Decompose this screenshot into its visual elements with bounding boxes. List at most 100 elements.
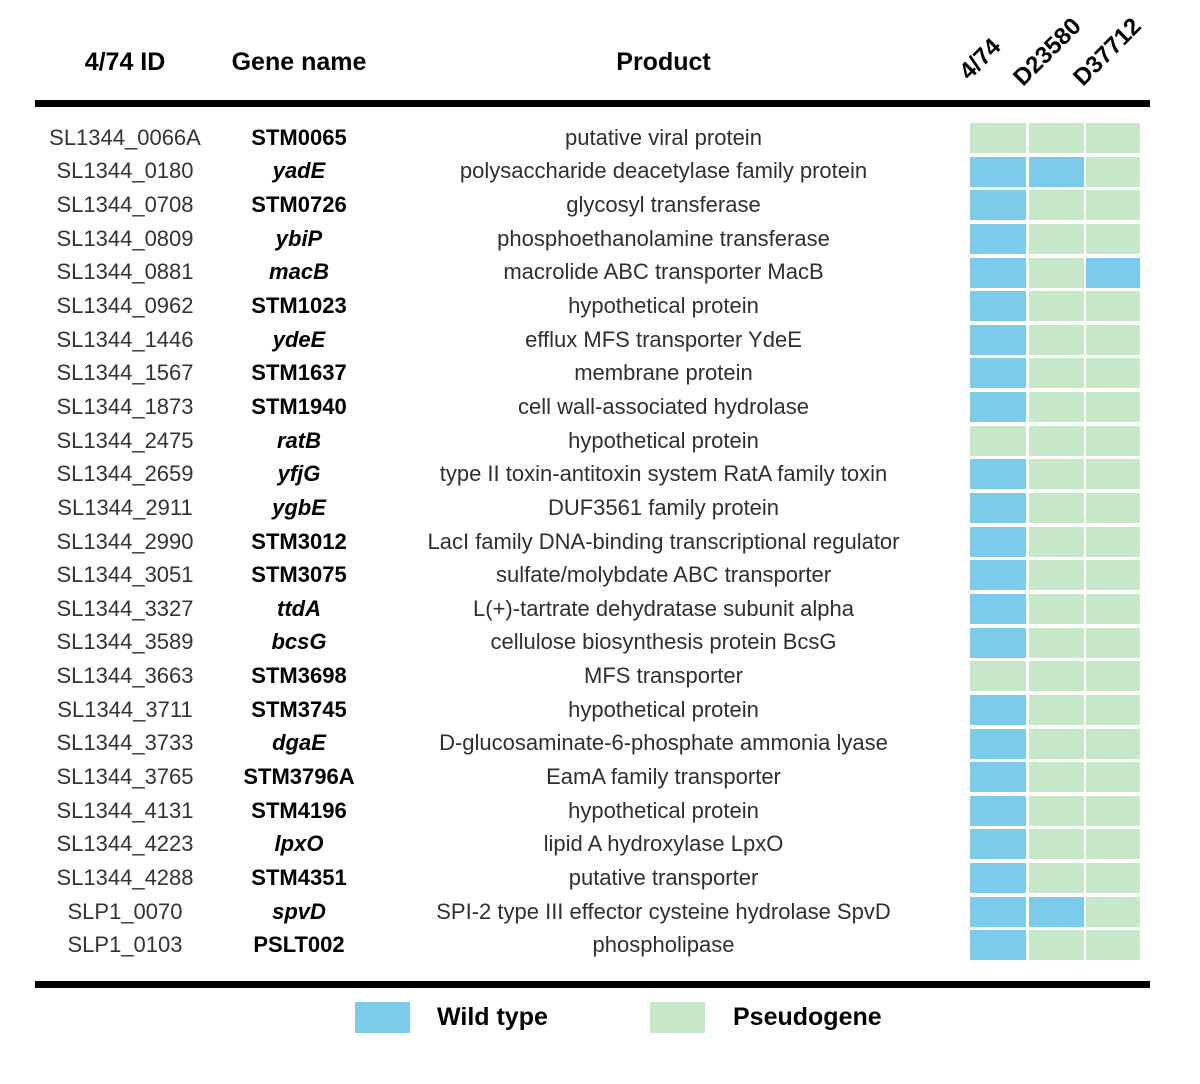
row-gene-label: STM3796A: [243, 763, 355, 789]
status-cell-d37712: [1086, 358, 1140, 389]
table-row: SL1344_1446 ydeE efflux MFS transporter Yd…: [0, 323, 1200, 357]
row-id-label: SL1344_3733: [56, 730, 194, 756]
status-cell-d23580: [1029, 425, 1084, 456]
status-cell-d23580: [1029, 257, 1084, 288]
row-gene-label: spvD: [272, 898, 326, 924]
status-cell-d37712: [1086, 728, 1140, 759]
row-gene-label: ydeE: [272, 326, 326, 352]
row-product-label: SPI-2 type III effector cysteine hydrola…: [436, 898, 891, 924]
status-cell-d23580: [1029, 829, 1084, 860]
legend-label-pseudogene: Pseudogene: [733, 1003, 882, 1031]
status-cell-d37712: [1086, 896, 1140, 927]
row-product-label: sulfate/molybdate ABC transporter: [495, 562, 832, 588]
row-id-label: SL1344_2911: [57, 494, 193, 520]
status-cell-d37712: [1086, 392, 1140, 423]
row-id-label: SL1344_2659: [56, 461, 194, 487]
status-cell-d23580: [1029, 593, 1084, 624]
row-gene-label: dgaE: [272, 730, 326, 756]
column-header-gene: Gene name: [231, 48, 367, 76]
row-product-label: D-glucosaminate-6-phosphate ammonia lyas…: [439, 730, 888, 756]
status-cell-d23580: [1029, 762, 1084, 793]
status-cell-474: [970, 762, 1026, 793]
row-product-label: hypothetical protein: [568, 696, 759, 722]
row-gene-label: STM3012: [251, 528, 347, 554]
row-gene-label: STM1637: [251, 360, 347, 386]
row-product-label: efflux MFS transporter YdeE: [525, 326, 802, 352]
strain-header-474: 4/74: [954, 33, 1007, 86]
status-cell-474: [970, 560, 1026, 591]
row-gene-label: yadE: [272, 158, 326, 184]
status-cell-d23580: [1029, 291, 1084, 322]
row-id-label: SLP1_0103: [67, 932, 183, 958]
status-cell-d23580: [1029, 728, 1084, 759]
row-product-label: membrane protein: [574, 360, 753, 386]
status-cell-d23580: [1029, 795, 1084, 826]
status-cell-d23580: [1029, 190, 1084, 221]
status-cell-d37712: [1086, 593, 1140, 624]
row-id-label: SL1344_3765: [56, 763, 194, 789]
status-cell-d23580: [1029, 223, 1084, 254]
status-cell-d37712: [1086, 459, 1140, 490]
status-cell-474: [970, 829, 1026, 860]
row-id-label: SL1344_0809: [56, 225, 194, 251]
row-product-label: cell wall-associated hydrolase: [517, 393, 810, 419]
row-id-label: SL1344_3589: [56, 629, 194, 655]
row-gene-label: macB: [269, 259, 329, 285]
row-id-label: SL1344_1446: [56, 326, 194, 352]
row-product-label: MFS transporter: [584, 663, 743, 689]
status-cell-d37712: [1086, 829, 1140, 860]
status-cell-d37712: [1086, 627, 1140, 658]
legend-swatch-pseudogene: [650, 1002, 705, 1033]
status-cell-d37712: [1086, 257, 1140, 288]
row-gene-label: ttdA: [277, 595, 321, 621]
row-gene-label: STM4196: [251, 797, 347, 823]
row-gene-label: STM0726: [251, 192, 347, 218]
row-gene-label: ybiP: [275, 225, 323, 251]
row-gene-label: bcsG: [271, 629, 327, 655]
row-product-label: type II toxin-antitoxin system RatA fami…: [439, 461, 888, 487]
status-cell-d37712: [1086, 762, 1140, 793]
status-cell-474: [970, 896, 1026, 927]
row-product-label: putative viral protein: [565, 124, 762, 150]
row-gene-label: STM3698: [251, 663, 347, 689]
row-gene-label: STM0065: [251, 124, 347, 150]
row-product-label: lipid A hydroxylase LpxO: [543, 831, 784, 857]
status-cell-d23580: [1029, 123, 1084, 153]
status-cell-474: [970, 291, 1026, 322]
table-row: SL1344_1567 STM1637 membrane protein: [0, 356, 1200, 390]
status-cell-d37712: [1086, 526, 1140, 557]
status-cell-d37712: [1086, 190, 1140, 221]
status-cell-474: [970, 593, 1026, 624]
row-gene-label: STM1023: [251, 293, 347, 319]
row-id-label: SL1344_0962: [56, 293, 194, 319]
status-cell-474: [970, 190, 1026, 221]
row-product-label: hypothetical protein: [568, 293, 759, 319]
legend-label-wild-type: Wild type: [437, 1003, 548, 1031]
row-product-label: putative transporter: [568, 864, 759, 890]
row-gene-label: PSLT002: [253, 932, 345, 958]
status-cell-474: [970, 257, 1026, 288]
status-cell-d23580: [1029, 661, 1084, 692]
status-cell-d37712: [1086, 863, 1140, 894]
row-id-label: SL1344_0066A: [49, 124, 201, 150]
status-cell-d37712: [1086, 324, 1140, 355]
row-id-label: SL1344_4131: [56, 797, 194, 823]
row-id-label: SL1344_1567: [56, 360, 194, 386]
row-gene-label: STM4351: [251, 864, 347, 890]
status-cell-d23580: [1029, 324, 1084, 355]
status-cell-d37712: [1086, 123, 1140, 153]
status-cell-d23580: [1029, 627, 1084, 658]
row-gene-label: STM1940: [251, 393, 347, 419]
status-cell-d23580: [1029, 560, 1084, 591]
